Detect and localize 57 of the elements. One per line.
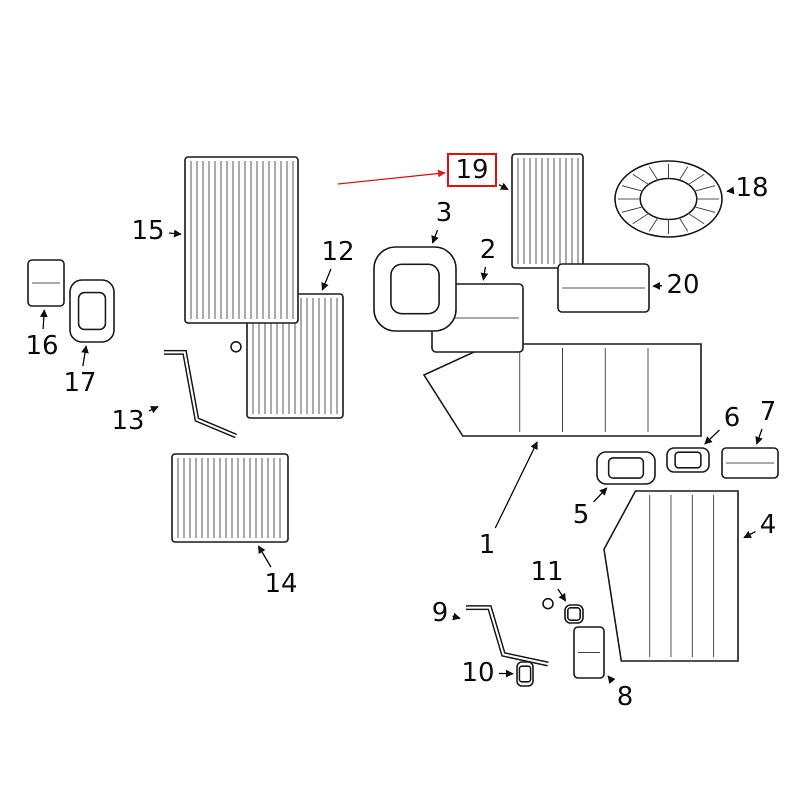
callout-number: 4 — [758, 510, 778, 540]
seal-drawing — [665, 446, 711, 474]
leader-arrow — [148, 406, 159, 414]
clip-drawing — [563, 603, 585, 625]
gasket-drawing — [372, 245, 458, 333]
pointer-arrow — [338, 170, 446, 185]
leader-arrow — [498, 182, 509, 190]
leader-arrow — [743, 530, 756, 538]
callout-number: 18 — [733, 173, 771, 203]
leader-arrow — [81, 345, 89, 366]
grommet-drawing — [515, 660, 535, 688]
grommet-drawing — [68, 278, 116, 344]
air-distribution-box-drawing — [600, 487, 742, 665]
callout-number: 6 — [722, 403, 742, 433]
callout-number: 11 — [528, 557, 566, 587]
callout-number: 9 — [430, 598, 450, 628]
leader-arrow — [321, 268, 332, 291]
callout-number: 20 — [664, 270, 702, 300]
leader-arrow — [431, 230, 439, 244]
leader-arrow — [593, 487, 608, 502]
leader-arrow — [652, 282, 662, 290]
seal-drawing — [595, 450, 657, 486]
sensor-drawing — [26, 258, 66, 308]
callout-number: 12 — [319, 237, 357, 267]
highlighted-callout-number: 19 — [447, 153, 497, 187]
leader-arrow — [608, 675, 616, 684]
callout-number: 16 — [23, 331, 61, 361]
leader-arrow — [258, 545, 272, 568]
leader-arrow — [557, 588, 566, 602]
callout-number: 3 — [434, 198, 454, 228]
actuator-drawing — [572, 625, 606, 680]
leader-arrow — [494, 441, 538, 528]
callout-number: 10 — [459, 658, 497, 688]
bracket-drawing — [720, 446, 780, 480]
callout-number: 7 — [758, 397, 778, 427]
callout-number: 13 — [109, 406, 147, 436]
condenser-core-drawing — [170, 452, 290, 544]
leader-arrow — [498, 670, 514, 678]
leader-arrow — [704, 429, 720, 445]
leader-arrow — [726, 186, 734, 194]
leader-arrow — [452, 612, 461, 620]
callout-number: 17 — [61, 368, 99, 398]
hvac-housing-drawing — [420, 340, 705, 440]
callout-number: 1 — [476, 530, 498, 560]
cabin-filter-drawing — [510, 152, 585, 270]
evaporator-drawing — [183, 155, 300, 325]
resistor-drawing — [556, 262, 651, 314]
blower-motor-drawing — [612, 158, 725, 240]
leader-arrow — [480, 266, 488, 281]
callout-number: 2 — [478, 235, 498, 265]
leader-arrow — [168, 230, 182, 238]
callout-number: 8 — [614, 682, 636, 712]
leader-arrow — [40, 309, 48, 330]
callout-number: 14 — [262, 569, 300, 599]
callout-number: 15 — [129, 216, 167, 246]
callout-number: 5 — [570, 500, 592, 530]
leader-arrow — [755, 428, 763, 445]
